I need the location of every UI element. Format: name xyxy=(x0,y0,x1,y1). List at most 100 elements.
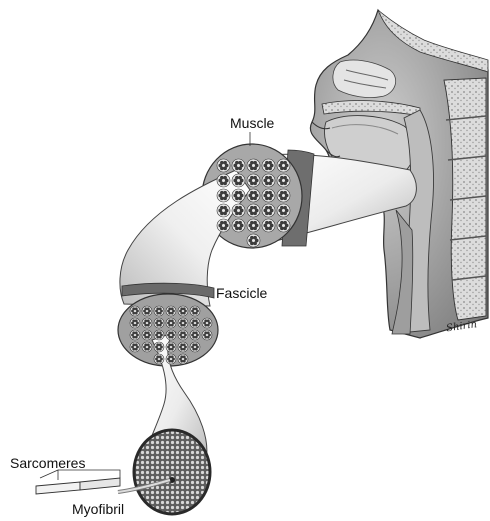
fiber-dot xyxy=(220,176,224,180)
fiber-dot xyxy=(223,166,227,170)
fiber-dot xyxy=(250,221,254,225)
fiber-dot xyxy=(135,348,138,351)
fiber-dot xyxy=(280,206,284,210)
fiber-dot xyxy=(253,181,257,185)
fiber-dot xyxy=(144,307,147,310)
fiber-dot xyxy=(204,331,207,334)
fiber-dot xyxy=(283,161,287,165)
fiber-dot xyxy=(159,336,162,339)
fiber-dot xyxy=(238,221,242,225)
fiber-dot xyxy=(171,324,174,327)
fiber-dot xyxy=(223,206,227,210)
fiber-dot xyxy=(147,312,150,315)
fiber-dot xyxy=(156,307,159,310)
fiber-dot xyxy=(180,307,183,310)
fiber-dot xyxy=(192,307,195,310)
fiber-dot xyxy=(250,236,254,240)
fiber-dot xyxy=(253,166,257,170)
fiber-dot xyxy=(183,348,186,351)
sarcomere-segment xyxy=(36,482,80,494)
fiber-dot xyxy=(183,312,186,315)
fiber-dot xyxy=(253,211,257,215)
fiber-dot xyxy=(238,191,242,195)
fiber-dot xyxy=(235,176,239,180)
fiber-dot xyxy=(132,319,135,322)
fiber-dot xyxy=(144,331,147,334)
fiber-dot xyxy=(235,191,239,195)
fiber-dot xyxy=(265,221,269,225)
fiber-dot xyxy=(183,319,186,322)
fiber-dot xyxy=(223,196,227,200)
fiber-dot xyxy=(135,307,138,310)
fiber-dot xyxy=(265,206,269,210)
sarcomere-segments xyxy=(36,470,120,494)
fiber-dot xyxy=(156,331,159,334)
fiber-dot xyxy=(159,360,162,363)
fiber-dot xyxy=(250,161,254,165)
label-sarcomeres: Sarcomeres xyxy=(10,455,85,471)
fiber-dot xyxy=(135,312,138,315)
fiber-dot xyxy=(250,191,254,195)
fiber-dot xyxy=(147,343,150,346)
fiber-dot xyxy=(171,312,174,315)
fiber-dot xyxy=(265,191,269,195)
fiber-dot xyxy=(223,211,227,215)
fiber-dot xyxy=(183,324,186,327)
fiber-dot xyxy=(253,206,257,210)
fiber-dot xyxy=(147,348,150,351)
fiber-dot xyxy=(132,331,135,334)
fiber-dot xyxy=(168,307,171,310)
fiber-dot xyxy=(171,355,174,358)
fiber-dot xyxy=(280,161,284,165)
fiber-dot xyxy=(144,343,147,346)
fiber-dot xyxy=(268,166,272,170)
fiber-dot xyxy=(268,226,272,230)
fiber-dot xyxy=(159,307,162,310)
fiber-dot xyxy=(183,307,186,310)
fiber-dot xyxy=(283,211,287,215)
fiber-dot xyxy=(223,221,227,225)
fiber-dot xyxy=(280,191,284,195)
fiber-dot xyxy=(168,355,171,358)
fiber-dot xyxy=(283,206,287,210)
fiber-dot xyxy=(253,196,257,200)
fiber-dot xyxy=(195,348,198,351)
fiber-dot xyxy=(280,221,284,225)
fiber-dot xyxy=(223,191,227,195)
fiber-dot xyxy=(253,161,257,165)
fiber-dot xyxy=(180,355,183,358)
fiber-dot xyxy=(220,191,224,195)
fiber-dot xyxy=(280,176,284,180)
fiber-dot xyxy=(183,355,186,358)
label-fascicle: Fascicle xyxy=(216,285,268,301)
fiber-dot xyxy=(159,324,162,327)
fiber-dot xyxy=(283,226,287,230)
fiber-dot xyxy=(207,331,210,334)
fiber-dot xyxy=(183,331,186,334)
fiber-dot xyxy=(135,331,138,334)
fiber-dot xyxy=(156,319,159,322)
fiber-dot xyxy=(192,343,195,346)
fiber-dot xyxy=(220,221,224,225)
fiber-dot xyxy=(235,206,239,210)
fiber-dot xyxy=(223,181,227,185)
fiber-dot xyxy=(171,360,174,363)
fiber-dot xyxy=(192,319,195,322)
fiber-dot xyxy=(171,336,174,339)
fiber-dot xyxy=(268,161,272,165)
fiber-dot xyxy=(171,348,174,351)
fiber-dot xyxy=(253,236,257,240)
fiber-dot xyxy=(207,336,210,339)
fiber-dot xyxy=(159,319,162,322)
fiber-dot xyxy=(283,176,287,180)
label-myofibril: Myofibril xyxy=(72,501,124,517)
fiber-dot xyxy=(238,196,242,200)
fiber-dot xyxy=(238,181,242,185)
fiber-dot xyxy=(156,355,159,358)
fiber-dot xyxy=(223,161,227,165)
fiber-dot xyxy=(135,324,138,327)
fiber-dot xyxy=(250,176,254,180)
fiber-dot xyxy=(192,331,195,334)
fiber-dot xyxy=(238,206,242,210)
fiber-dot xyxy=(207,319,210,322)
